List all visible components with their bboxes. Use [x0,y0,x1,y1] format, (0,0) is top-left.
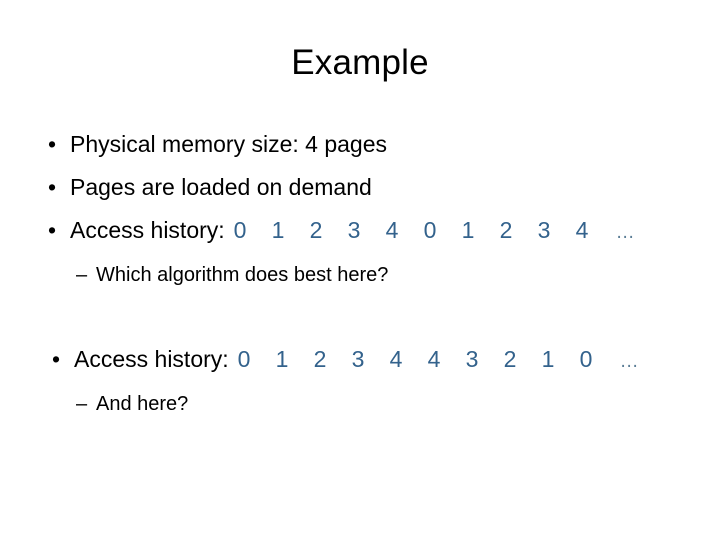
sequence-digit: 2 [503,346,517,372]
sequence-digit: 3 [465,346,479,372]
sequence-digit: 0 [237,346,251,372]
bullet-point-icon: • [48,174,57,200]
sequence-ellipsis: … [619,351,640,372]
content-block-1: • Physical memory size: 4 pages • Pages … [0,126,720,291]
sequence-digit: 4 [427,346,441,372]
access-sequence-2: 0 1 2 3 4 4 3 2 1 0 … [238,341,640,380]
dash-icon: – [76,264,88,286]
bullet-point-icon: • [48,217,57,243]
bullet-label: Pages are loaded on demand [70,174,372,200]
bullet-item: • Pages are loaded on demand [0,169,720,205]
sequence-digit: 2 [499,217,513,243]
sequence-digit: 4 [575,217,589,243]
dash-icon: – [76,393,88,415]
slide-body: • Physical memory size: 4 pages • Pages … [0,126,720,420]
sequence-digit: 4 [389,346,403,372]
bullet-point-icon: • [52,346,61,372]
sequence-digit: 1 [271,217,285,243]
sequence-digit: 2 [309,217,323,243]
sequence-digit: 3 [351,346,365,372]
sequence-digit: 0 [423,217,437,243]
bullet-label: Physical memory size: 4 pages [70,131,388,157]
sequence-digit: 0 [579,346,593,372]
sequence-digit: 4 [385,217,399,243]
sequence-digit: 3 [537,217,551,243]
bullet-label: Access history: [70,217,225,243]
sequence-digit: 1 [541,346,555,372]
bullet-item-access-history: • Access history: 0 1 2 3 4 4 3 2 1 0 … [0,341,720,380]
access-sequence-1: 0 1 2 3 4 0 1 2 3 4 … [234,212,636,251]
bullet-label: Access history: [74,346,229,372]
sub-bullet-item: – And here? [0,388,720,420]
page-title: Example [291,43,429,82]
sequence-ellipsis: … [615,222,636,243]
sequence-digit: 3 [347,217,361,243]
sequence-digit: 2 [313,346,327,372]
bullet-point-icon: • [48,131,57,157]
sub-bullet-label: And here? [96,393,189,415]
sequence-digit: 1 [461,217,475,243]
sub-bullet-item: – Which algorithm does best here? [0,259,720,291]
sequence-digit: 0 [233,217,247,243]
bullet-item: • Physical memory size: 4 pages [0,126,720,162]
sub-bullet-label: Which algorithm does best here? [96,264,389,286]
sequence-digit: 1 [275,346,289,372]
bullet-item-access-history: • Access history: 0 1 2 3 4 0 1 2 3 4 … [0,212,720,251]
content-block-2: • Access history: 0 1 2 3 4 4 3 2 1 0 … … [0,341,720,420]
